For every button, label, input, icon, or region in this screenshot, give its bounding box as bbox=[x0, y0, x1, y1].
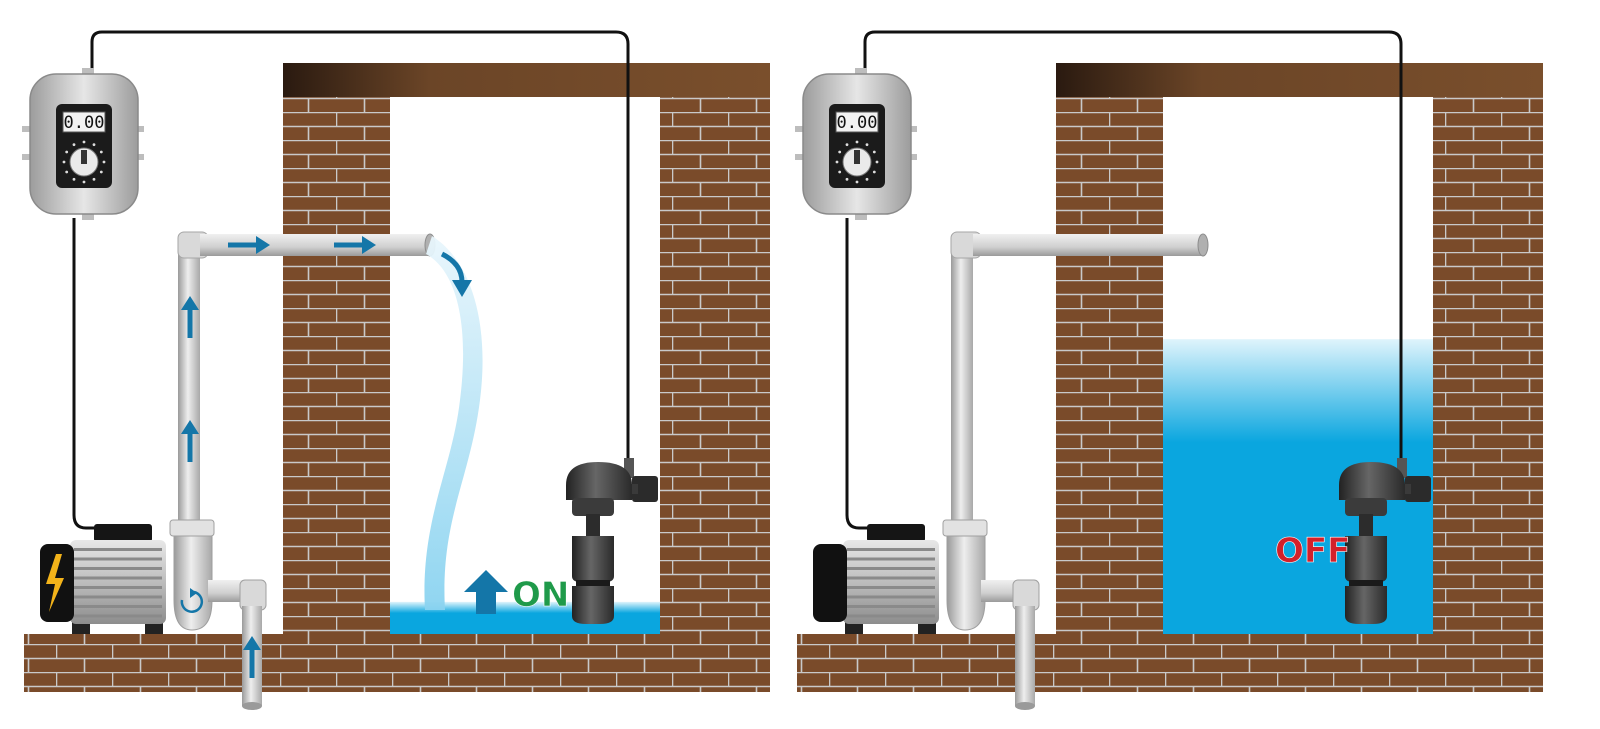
vertical-pipe bbox=[178, 246, 200, 546]
flow-arrow-up-big bbox=[464, 570, 508, 614]
flow-arrow-up bbox=[181, 296, 199, 338]
float-switch bbox=[1339, 458, 1431, 624]
lower-float bbox=[572, 586, 614, 624]
flow-arrow-up bbox=[181, 420, 199, 462]
terminal-box bbox=[94, 524, 152, 542]
right-brick-wall bbox=[660, 90, 770, 636]
left-brick-wall bbox=[283, 90, 390, 636]
motor-body bbox=[70, 540, 166, 624]
inlet-pipe bbox=[1015, 606, 1035, 706]
controller-box: 0.00 bbox=[795, 68, 917, 220]
motor-body bbox=[843, 540, 939, 624]
pump-motor bbox=[813, 524, 939, 634]
right-brick-wall bbox=[1433, 90, 1543, 636]
pump-housing bbox=[946, 527, 986, 631]
sensor-cable bbox=[90, 30, 630, 468]
pump-housing-collar bbox=[942, 519, 988, 537]
upper-float bbox=[1345, 536, 1387, 582]
lower-float bbox=[1345, 586, 1387, 624]
top-beam bbox=[283, 63, 770, 97]
pump-housing bbox=[173, 527, 213, 631]
timer-dial-icon bbox=[835, 140, 879, 184]
timer-dial-icon bbox=[62, 140, 106, 184]
status-label-on: ON bbox=[512, 575, 569, 615]
flow-arrow-curve-down bbox=[440, 251, 465, 283]
upper-float bbox=[572, 536, 614, 582]
float-stem bbox=[1359, 514, 1373, 536]
impeller-rotation-icon bbox=[180, 590, 204, 613]
float-switch bbox=[566, 458, 658, 624]
flow-arrow-up bbox=[243, 636, 261, 678]
inlet-pipe-mouth bbox=[1015, 702, 1035, 710]
float-stem bbox=[586, 514, 600, 536]
pump-cable bbox=[845, 218, 873, 530]
wall-bracket bbox=[1405, 476, 1431, 502]
lcd-readout: 0.00 bbox=[64, 113, 105, 133]
motor-end-cap bbox=[813, 544, 847, 622]
inlet-elbow bbox=[1012, 579, 1040, 611]
vertical-pipe bbox=[951, 246, 973, 546]
status-label-off: OFF bbox=[1275, 531, 1350, 571]
left-brick-wall bbox=[1056, 90, 1163, 636]
outlet-pipe bbox=[973, 234, 1201, 256]
lcd-display bbox=[62, 111, 106, 133]
pump-motor bbox=[40, 524, 166, 634]
brick-floor bbox=[797, 634, 1543, 692]
controller-box: 0.00 bbox=[22, 68, 144, 220]
sensor-cable bbox=[863, 30, 1403, 468]
sensor-head bbox=[1339, 462, 1405, 500]
inlet-elbow bbox=[239, 579, 267, 611]
sensor-head bbox=[566, 462, 632, 500]
inlet-pipe-mouth bbox=[242, 702, 262, 710]
wall-bracket bbox=[632, 476, 658, 502]
flow-arrow-right bbox=[334, 236, 376, 254]
outlet-pipe-mouth bbox=[1197, 233, 1209, 257]
top-beam bbox=[1056, 63, 1543, 97]
lcd-readout: 0.00 bbox=[837, 113, 878, 133]
pump-housing-collar bbox=[169, 519, 215, 537]
brick-floor bbox=[24, 634, 770, 692]
power-bolt-icon bbox=[46, 554, 64, 612]
flow-arrow-right bbox=[228, 236, 270, 254]
water-stream bbox=[424, 236, 483, 610]
lcd-display bbox=[835, 111, 879, 133]
terminal-box bbox=[867, 524, 925, 542]
pump-cable bbox=[72, 218, 100, 530]
